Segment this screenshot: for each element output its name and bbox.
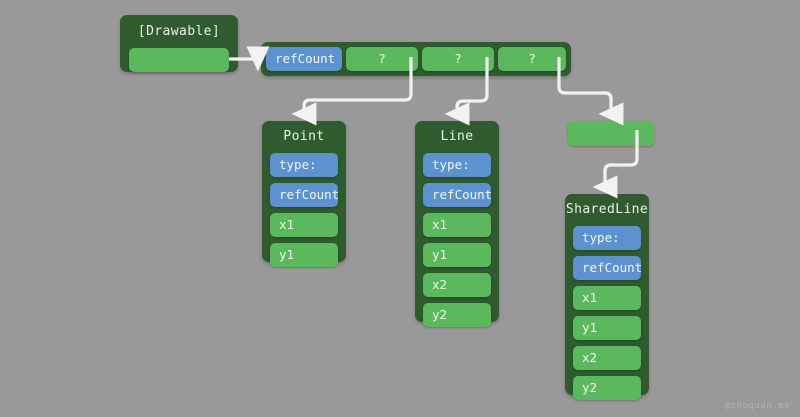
- line-title: Line: [440, 129, 474, 144]
- array-cell-0: ?: [346, 47, 418, 71]
- drawable-array: refCount ? ? ?: [261, 42, 571, 76]
- sharedline-field-y1: y1: [573, 316, 641, 340]
- point-field-refcount: refCount:: [270, 183, 338, 207]
- point-field-y1: y1: [270, 243, 338, 267]
- line-node: Line type: refCount: x1 y1 x2 y2: [415, 121, 499, 327]
- sharedline-field-x2: x2: [573, 346, 641, 370]
- point-title: Point: [283, 129, 325, 144]
- watermark: @chuquan.me: [724, 401, 790, 411]
- array-cell-refcount: refCount: [266, 47, 342, 71]
- line-field-y1: y1: [423, 243, 491, 267]
- drawable-pointer-slot: [129, 48, 229, 72]
- sharedline-node: SharedLine type: refCount: x1 y1 x2 y2: [565, 194, 649, 400]
- drawable-title: [Drawable]: [137, 24, 221, 39]
- shared-pointer-slot: [568, 121, 654, 146]
- sharedline-field-type: type:: [573, 226, 641, 250]
- line-field-refcount: refCount:: [423, 183, 491, 207]
- point-node: Point type: refCount: x1 y1: [262, 121, 346, 267]
- sharedline-field-x1: x1: [573, 286, 641, 310]
- sharedline-field-y2: y2: [573, 376, 641, 400]
- drawable-node: [Drawable]: [120, 15, 238, 72]
- line-field-y2: y2: [423, 303, 491, 327]
- point-field-x1: x1: [270, 213, 338, 237]
- sharedline-field-refcount: refCount:: [573, 256, 641, 280]
- line-field-x2: x2: [423, 273, 491, 297]
- array-cell-1: ?: [422, 47, 494, 71]
- array-cell-2: ?: [498, 47, 566, 71]
- line-field-x1: x1: [423, 213, 491, 237]
- line-field-type: type:: [423, 153, 491, 177]
- point-field-type: type:: [270, 153, 338, 177]
- sharedline-title: SharedLine: [565, 202, 649, 217]
